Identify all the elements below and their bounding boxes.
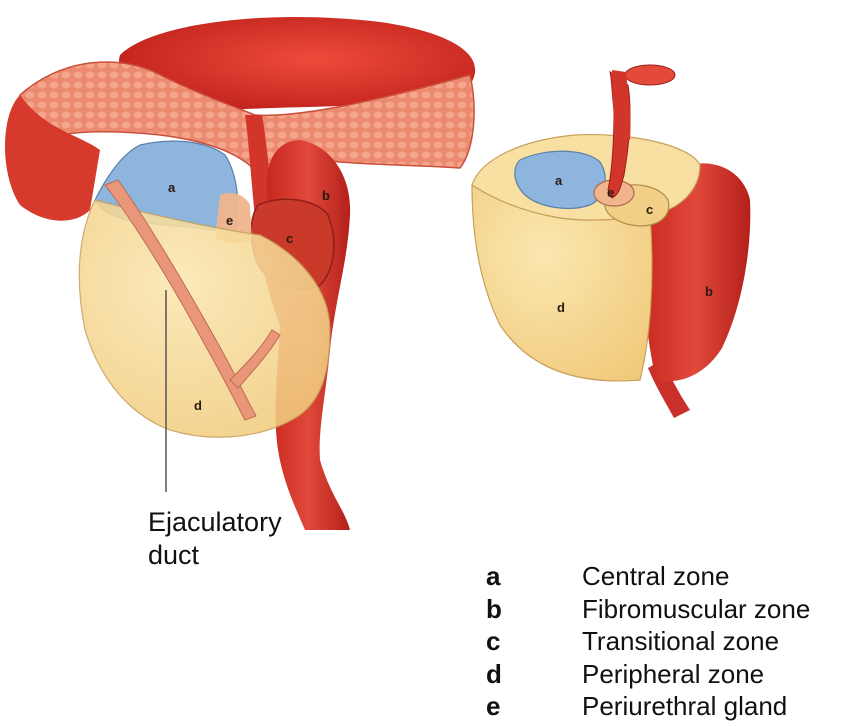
letter-c-sagittal: c <box>286 231 293 246</box>
legend-key-d: d <box>486 658 582 691</box>
urethra-top <box>625 65 675 85</box>
sagittal-view: a b c d e <box>5 17 475 530</box>
letter-d-sagittal: d <box>194 398 202 413</box>
legend-row-a: a Central zone <box>486 560 810 593</box>
legend-key-a: a <box>486 560 582 593</box>
letter-d-cutaway: d <box>557 300 565 315</box>
legend-label-c: Transitional zone <box>582 625 779 658</box>
legend-key-e: e <box>486 690 582 723</box>
zone-legend: a Central zone b Fibromuscular zone c Tr… <box>486 560 810 723</box>
legend-label-e: Periurethral gland <box>582 690 787 723</box>
cutaway-view: a b c d e <box>472 65 750 418</box>
letter-e-sagittal: e <box>226 213 233 228</box>
caption-line-1: Ejaculatory <box>148 506 348 539</box>
legend-row-d: d Peripheral zone <box>486 658 810 691</box>
letter-c-cutaway: c <box>646 202 653 217</box>
letter-b-cutaway: b <box>705 284 713 299</box>
legend-label-a: Central zone <box>582 560 729 593</box>
legend-row-e: e Periurethral gland <box>486 690 810 723</box>
letter-a-cutaway: a <box>555 173 563 188</box>
legend-row-c: c Transitional zone <box>486 625 810 658</box>
legend-key-b: b <box>486 593 582 626</box>
letter-a-sagittal: a <box>168 180 176 195</box>
legend-label-b: Fibromuscular zone <box>582 593 810 626</box>
urethra-funnel <box>612 70 631 140</box>
legend-row-b: b Fibromuscular zone <box>486 593 810 626</box>
ejaculatory-duct-caption: Ejaculatory duct <box>148 506 348 572</box>
letter-b-sagittal: b <box>322 188 330 203</box>
caption-line-2: duct <box>148 539 348 572</box>
letter-e-cutaway: e <box>607 185 614 200</box>
legend-label-d: Peripheral zone <box>582 658 764 691</box>
legend-key-c: c <box>486 625 582 658</box>
